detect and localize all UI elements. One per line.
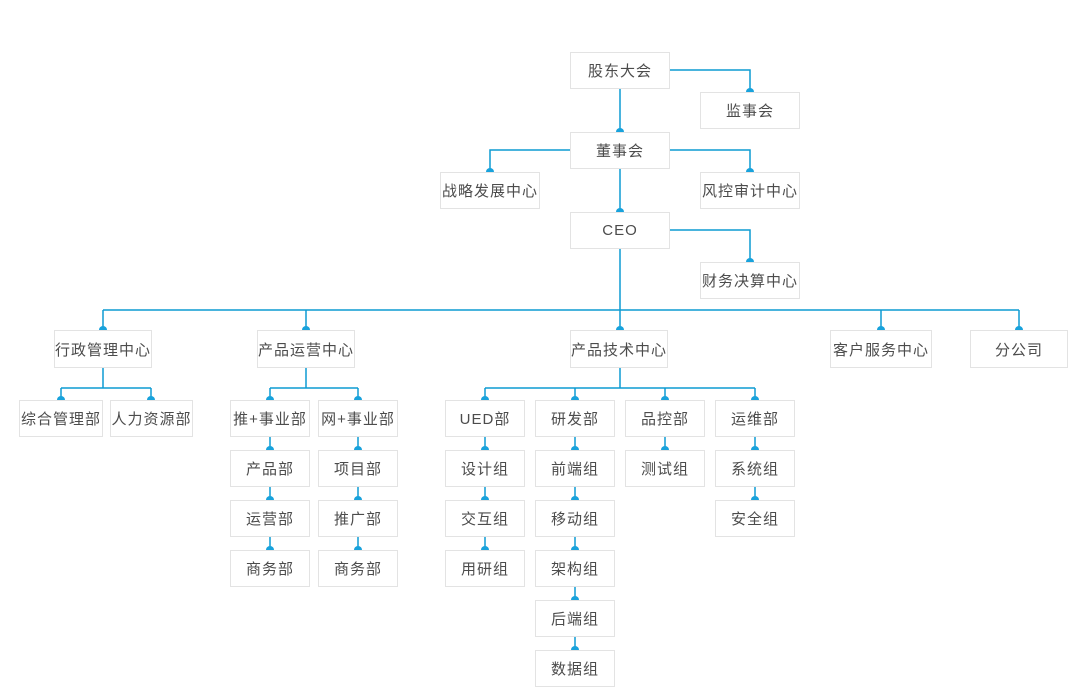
org-node-security-group[interactable]: 安全组 xyxy=(715,500,795,537)
org-node-product-ops-center[interactable]: 产品运营中心 xyxy=(257,330,355,368)
org-node-risk-audit-center[interactable]: 风控审计中心 xyxy=(700,172,800,209)
org-node-ceo[interactable]: CEO xyxy=(570,212,670,249)
org-node-frontend-group[interactable]: 前端组 xyxy=(535,450,615,487)
org-node-branch-company[interactable]: 分公司 xyxy=(970,330,1068,368)
org-node-user-research-group[interactable]: 用研组 xyxy=(445,550,525,587)
org-node-strategy-center[interactable]: 战略发展中心 xyxy=(440,172,540,209)
org-node-shareholders-meeting[interactable]: 股东大会 xyxy=(570,52,670,89)
org-node-finance-center[interactable]: 财务决算中心 xyxy=(700,262,800,299)
org-node-board-of-directors[interactable]: 董事会 xyxy=(570,132,670,169)
org-node-admin-center[interactable]: 行政管理中心 xyxy=(54,330,152,368)
org-node-promotion-dept[interactable]: 推广部 xyxy=(318,500,398,537)
org-node-design-group[interactable]: 设计组 xyxy=(445,450,525,487)
org-node-rd-dept[interactable]: 研发部 xyxy=(535,400,615,437)
org-node-ops-maintenance-dept[interactable]: 运维部 xyxy=(715,400,795,437)
org-node-interaction-group[interactable]: 交互组 xyxy=(445,500,525,537)
connector-line xyxy=(670,69,751,92)
connector-line xyxy=(670,229,751,262)
org-node-customer-service-center[interactable]: 客户服务中心 xyxy=(830,330,932,368)
org-node-operations-dept[interactable]: 运营部 xyxy=(230,500,310,537)
org-node-supervisory-board[interactable]: 监事会 xyxy=(700,92,800,129)
org-node-product-tech-center[interactable]: 产品技术中心 xyxy=(570,330,668,368)
org-node-architecture-group[interactable]: 架构组 xyxy=(535,550,615,587)
org-node-business-dept-1[interactable]: 商务部 xyxy=(230,550,310,587)
org-node-qc-dept[interactable]: 品控部 xyxy=(625,400,705,437)
org-node-hr-dept[interactable]: 人力资源部 xyxy=(110,400,193,437)
org-node-product-dept[interactable]: 产品部 xyxy=(230,450,310,487)
org-node-tui-business-dept[interactable]: 推+事业部 xyxy=(230,400,310,437)
org-node-wang-business-dept[interactable]: 网+事业部 xyxy=(318,400,398,437)
connector-line xyxy=(489,149,570,172)
org-node-business-dept-2[interactable]: 商务部 xyxy=(318,550,398,587)
org-node-ued-dept[interactable]: UED部 xyxy=(445,400,525,437)
org-node-project-dept[interactable]: 项目部 xyxy=(318,450,398,487)
org-node-testing-group[interactable]: 测试组 xyxy=(625,450,705,487)
org-node-mobile-group[interactable]: 移动组 xyxy=(535,500,615,537)
connector-line xyxy=(670,149,751,172)
org-node-backend-group[interactable]: 后端组 xyxy=(535,600,615,637)
org-node-data-group[interactable]: 数据组 xyxy=(535,650,615,687)
org-node-general-mgmt-dept[interactable]: 综合管理部 xyxy=(19,400,103,437)
org-node-system-group[interactable]: 系统组 xyxy=(715,450,795,487)
